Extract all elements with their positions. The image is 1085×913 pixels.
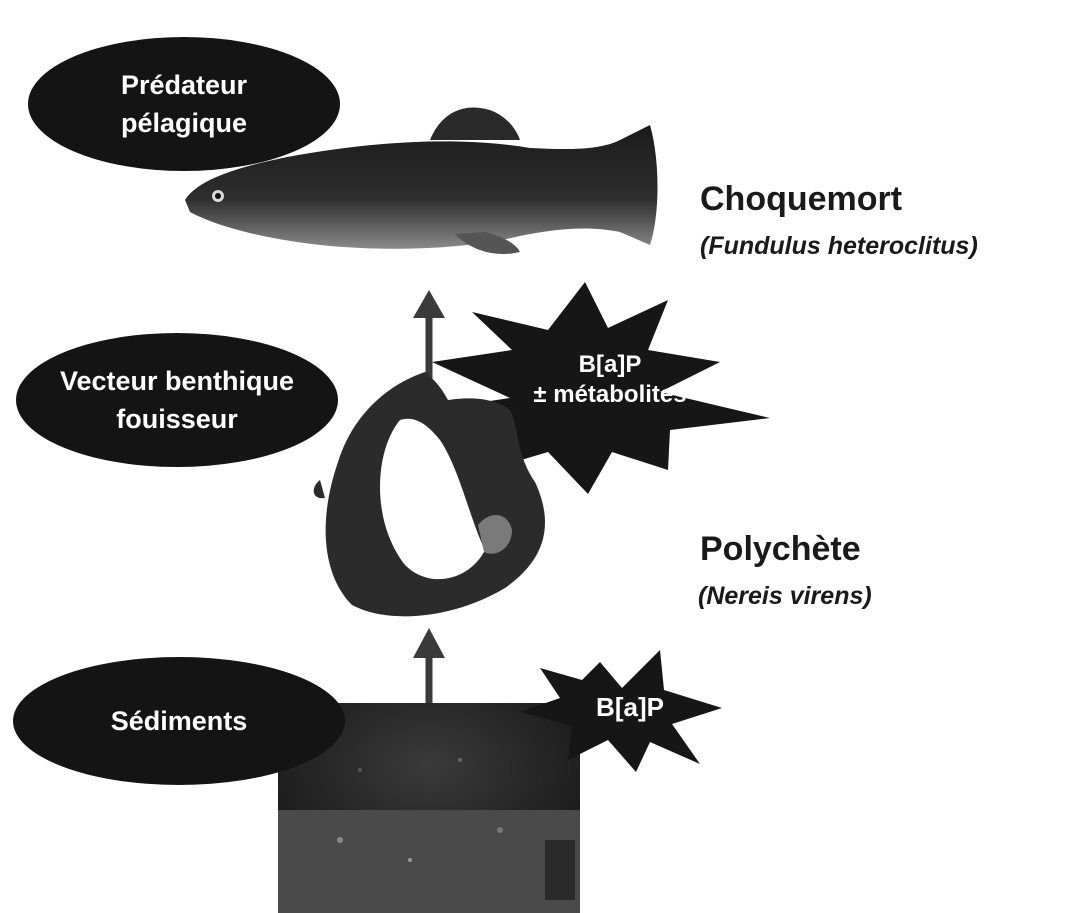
arrow-sediment-to-worm <box>413 628 445 708</box>
bap-line2: ± métabolites <box>490 380 730 410</box>
arrow-worm-to-fish <box>413 290 445 386</box>
vector-line2: fouisseur <box>60 400 294 438</box>
worm-common-name: Polychète <box>700 530 861 569</box>
sediments-level-pill: Sédiments <box>13 657 345 785</box>
predator-line1: Prédateur <box>121 66 247 104</box>
bap-metabolites-label: B[a]P ± métabolites <box>490 350 730 410</box>
fish-scientific-name: (Fundulus heteroclitus) <box>700 232 978 261</box>
fish-common-name: Choquemort <box>700 180 902 219</box>
vector-line1: Vecteur benthique <box>60 362 294 400</box>
bap-sediment-label: B[a]P <box>560 692 700 723</box>
worm-scientific-name: (Nereis virens) <box>698 582 872 611</box>
sediments-label: Sédiments <box>111 702 248 740</box>
predator-level-pill: Prédateur pélagique <box>28 37 340 171</box>
vector-level-pill: Vecteur benthique fouisseur <box>16 333 338 467</box>
predator-line2: pélagique <box>121 104 247 142</box>
bap-line1: B[a]P <box>490 350 730 380</box>
